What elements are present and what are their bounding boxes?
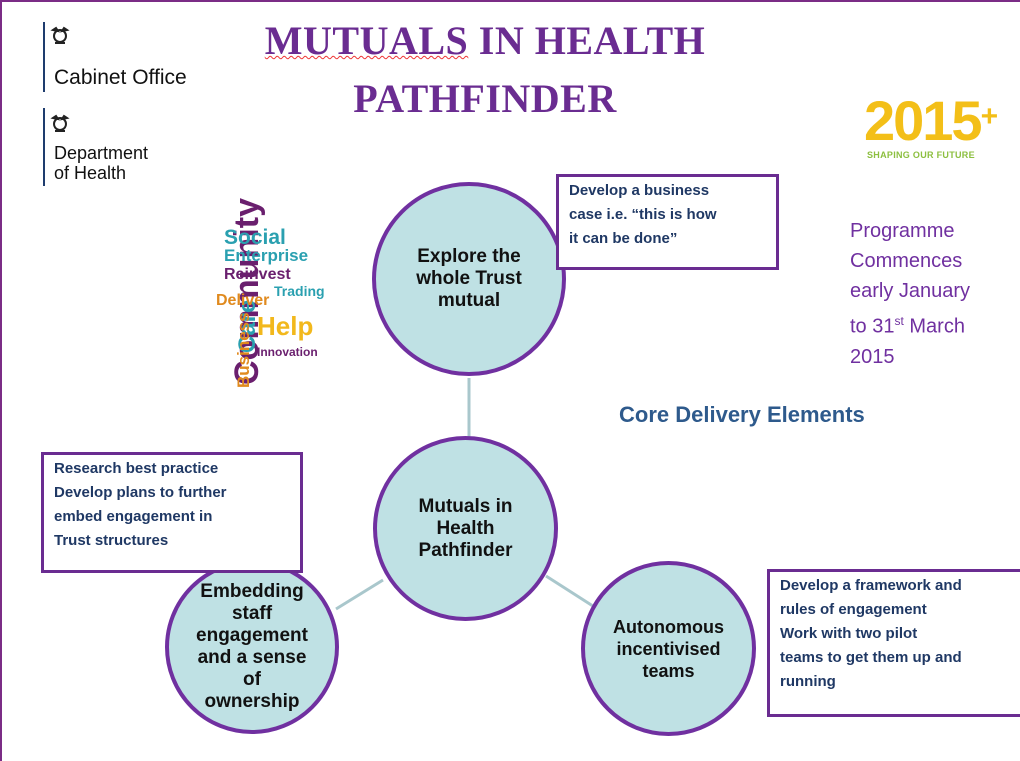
wc-reinvest: Reinvest [224, 266, 291, 283]
programme-line4: to 31st March [850, 306, 970, 342]
programme-line1: Programme [850, 220, 955, 242]
crest-icon [50, 114, 70, 132]
page-title-line2: PATHFINDER [353, 76, 617, 121]
box-line: Develop a business [569, 182, 710, 199]
programme-line2: Commences [850, 250, 963, 272]
box-line: it can be done” [569, 230, 678, 247]
box-business-case: Develop a business case i.e. “this is ho… [556, 174, 779, 270]
frame-left-border [0, 0, 2, 761]
programme-line5: 2015 [850, 345, 895, 368]
box-line: teams to get them up and [780, 649, 962, 666]
frame-top-border [0, 0, 1020, 2]
box-research-practice: Research best practice Develop plans to … [41, 452, 303, 573]
box-line: running [780, 673, 836, 690]
box-framework: Develop a framework and rules of engagem… [767, 569, 1020, 717]
box-line: Trust structures [54, 532, 169, 549]
title-in-health: IN HEALTH [478, 18, 706, 63]
cabinet-office-bar [43, 22, 45, 92]
wc-innovation: Innovation [257, 345, 318, 359]
box-line: Develop a framework and [780, 577, 962, 594]
wc-deliver: Deliver [216, 292, 270, 309]
box-line: rules of engagement [780, 601, 927, 618]
cabinet-office-label: Cabinet Office [54, 66, 187, 89]
circle-mutuals-pathfinder: Mutuals in Health Pathfinder [373, 436, 558, 621]
year-logo-number: 2015 [864, 89, 983, 152]
dept-health-bar [43, 108, 45, 186]
year-2015-logo: 2015+ [864, 93, 998, 149]
circle-autonomous-teams: Autonomous incentivised teams [581, 561, 756, 736]
circle-explore-trust: Explore the whole Trust mutual [372, 182, 566, 376]
year-logo-plus: + [980, 100, 998, 133]
dept-health-line1: Department [54, 143, 149, 163]
dept-health-line2: of Health [54, 163, 127, 183]
box-line: embed engagement in [54, 508, 213, 525]
wc-enterprise: Enterprise [224, 246, 309, 265]
dept-health-label: Department of Health [54, 143, 148, 183]
programme-line3: early January [850, 280, 971, 302]
page-title-line1: MUTUALS IN HEALTH [200, 18, 770, 64]
box-line: Work with two pilot [780, 625, 918, 642]
programme-line4-pre: to 31 [850, 315, 895, 338]
connector-autonomous [545, 574, 597, 610]
shaping-our-future-label: SHAPING OUR FUTURE [867, 150, 975, 160]
wc-help: Help [257, 311, 314, 341]
connector-embed [335, 578, 384, 611]
wc-business: Business [234, 312, 253, 388]
core-delivery-label: Core Delivery Elements [619, 402, 865, 427]
title-mutuals: MUTUALS [264, 18, 469, 63]
programme-dates: Programme Commences early January to 31s… [850, 216, 970, 372]
programme-line4-sup: st [894, 314, 904, 328]
box-line: case i.e. “this is how [569, 206, 717, 223]
wc-trading: Trading [274, 283, 325, 299]
box-line: Research best practice [54, 460, 219, 477]
wc-social: Social [224, 226, 286, 249]
crest-icon [50, 26, 70, 44]
programme-line4-post: March [903, 315, 965, 338]
box-line: Develop plans to further [54, 484, 227, 501]
circle-embedding-engagement: Embedding staff engagement and a sense o… [165, 560, 339, 734]
